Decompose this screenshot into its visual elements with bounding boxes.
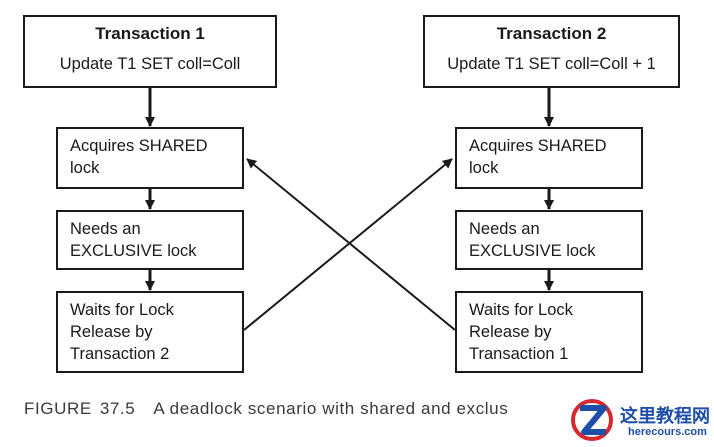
watermark-url: herecours.com (628, 426, 707, 438)
t1-step-label: Needs an EXCLUSIVE lock (70, 220, 197, 260)
t1-acquires-shared-lock-box: Acquires SHARED lock (56, 127, 244, 189)
figure-number: 37.5 (99, 399, 136, 418)
transaction-2-statement: Update T1 SET coll=Coll + 1 (447, 55, 656, 73)
t2-acquires-shared-lock-box: Acquires SHARED lock (455, 127, 643, 189)
site-watermark: 这里教程网 herecours.com (566, 396, 714, 447)
t2-waits-for-t1-arrow (246, 158, 456, 331)
t2-waits-for-release-box: Waits for Lock Release by Transaction 1 (455, 291, 643, 373)
t2-step-label: Waits for Lock Release by Transaction 1 (469, 301, 573, 363)
t1-waits-for-t2-arrow (243, 158, 453, 331)
t2-needs-exclusive-lock-box: Needs an EXCLUSIVE lock (455, 210, 643, 270)
t2-step-label: Needs an EXCLUSIVE lock (469, 220, 596, 260)
figure-label: FIGURE (24, 399, 92, 418)
figure-caption: FIGURE 37.5 A deadlock scenario with share… (24, 399, 508, 419)
t2-step-label: Acquires SHARED lock (469, 137, 607, 177)
t1-waits-for-release-box: Waits for Lock Release by Transaction 2 (56, 291, 244, 373)
figure-caption-text: A deadlock scenario with shared and excl… (153, 399, 509, 418)
transaction-1-box: Transaction 1 Update T1 SET coll=Coll (23, 15, 277, 88)
watermark-name: 这里教程网 (620, 406, 710, 427)
transaction-1-statement: Update T1 SET coll=Coll (59, 55, 241, 73)
t1-step-label: Acquires SHARED lock (70, 137, 208, 177)
transaction-2-title: Transaction 2 (496, 24, 607, 43)
watermark-logo-icon (571, 399, 613, 441)
transaction-2-box: Transaction 2 Update T1 SET coll=Coll + … (423, 15, 680, 88)
t1-needs-exclusive-lock-box: Needs an EXCLUSIVE lock (56, 210, 244, 270)
t1-step-label: Waits for Lock Release by Transaction 2 (70, 301, 174, 363)
transaction-1-title: Transaction 1 (95, 24, 205, 43)
